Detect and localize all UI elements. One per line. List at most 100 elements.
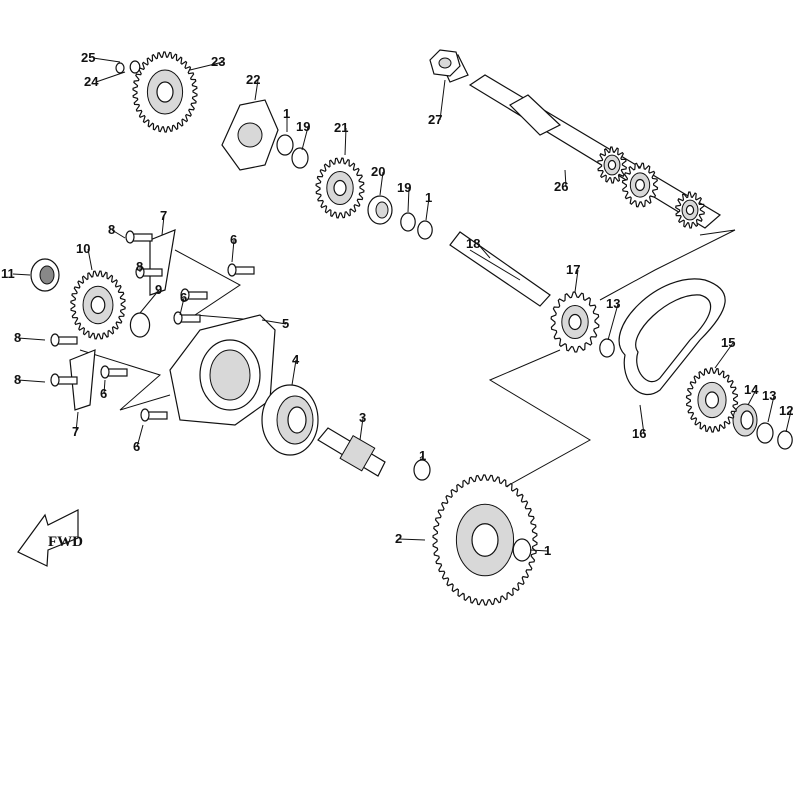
- leader-line: [301, 126, 309, 151]
- gear-cluster-2: [675, 191, 705, 229]
- leader-line: [359, 417, 364, 441]
- callout-number: 6: [230, 232, 237, 247]
- gear-10: [70, 270, 126, 340]
- leader-line: [767, 395, 775, 423]
- callout-8: 8: [14, 372, 46, 387]
- callout-8: 8: [14, 330, 46, 345]
- gear-2: [432, 474, 538, 606]
- callout-number: 18: [466, 236, 480, 251]
- leader-line: [419, 455, 424, 459]
- callout-number: 6: [100, 386, 107, 401]
- leader-line: [139, 289, 160, 314]
- callout-number: 2: [395, 531, 402, 546]
- washer-ring: [512, 538, 532, 562]
- washer-ring: [129, 60, 141, 74]
- bolt: [140, 408, 168, 422]
- callout-24: 24: [84, 71, 126, 89]
- leader-line: [111, 229, 126, 239]
- callout-15: 15: [714, 335, 735, 369]
- oil-seal: [30, 258, 60, 292]
- callout-19: 19: [397, 180, 411, 213]
- gear-21: [315, 157, 365, 219]
- washer-ring: [400, 212, 416, 232]
- callout-number: 16: [632, 426, 646, 441]
- leader-line: [75, 411, 79, 433]
- leader-line: [607, 303, 619, 341]
- gear-cluster: [621, 162, 659, 208]
- link-plates: [69, 229, 176, 411]
- callout-number: 1: [425, 190, 432, 205]
- leader-line: [12, 273, 31, 276]
- leader-line: [344, 127, 347, 156]
- callout-20: 20: [371, 164, 385, 196]
- callout-1: 1: [419, 448, 426, 463]
- spline-shaft: [449, 231, 551, 307]
- bearing: [261, 384, 319, 456]
- callout-6: 6: [100, 379, 107, 401]
- callout-number: 1: [283, 106, 290, 121]
- callout-number: 4: [292, 352, 300, 367]
- callout-number: 17: [566, 262, 580, 277]
- callout-number: 19: [397, 180, 411, 195]
- plate: [221, 99, 279, 171]
- bolt: [50, 333, 78, 347]
- leader-line: [398, 538, 426, 541]
- leader-line: [747, 389, 757, 406]
- bolts: [50, 230, 255, 422]
- callout-number: 23: [211, 54, 225, 69]
- callout-14: 14: [744, 382, 759, 406]
- bolt: [125, 230, 153, 244]
- gear-23: [132, 51, 198, 133]
- callout-11: 11: [1, 266, 31, 281]
- leader-line: [425, 197, 430, 221]
- callout-number: 13: [606, 296, 620, 311]
- callout-number: 5: [282, 316, 289, 331]
- washer-ring: [417, 220, 433, 240]
- leader-line: [785, 410, 792, 433]
- gear-15: [685, 367, 739, 433]
- leader-line: [639, 404, 645, 435]
- callout-27: 27: [428, 79, 446, 127]
- washer-ring: [756, 422, 774, 444]
- callout-6: 6: [133, 424, 144, 454]
- leader-line: [714, 342, 734, 369]
- leader-line: [407, 187, 410, 213]
- bolt: [50, 373, 78, 387]
- callout-23: 23: [189, 54, 225, 71]
- leader-line: [261, 319, 287, 325]
- callout-4: 4: [291, 352, 300, 386]
- callout-13: 13: [606, 296, 620, 341]
- assembly-lines: [79, 229, 736, 491]
- callout-6: 6: [230, 232, 237, 263]
- washer-ring: [276, 134, 294, 156]
- callout-6: 6: [179, 290, 187, 316]
- callout-number: 26: [554, 179, 568, 194]
- leader-line: [87, 248, 93, 271]
- leader-line: [17, 379, 46, 383]
- drive-belt: [618, 278, 726, 396]
- callout-number: 6: [133, 439, 140, 454]
- washer-ring: [599, 338, 615, 358]
- leader-line: [574, 269, 579, 293]
- callout-number: 14: [744, 382, 759, 397]
- callout-19: 19: [296, 119, 310, 151]
- bolt: [100, 365, 128, 379]
- callout-number: 24: [84, 74, 99, 89]
- leader-line: [189, 61, 224, 71]
- callout-number: 19: [296, 119, 310, 134]
- callout-number: 8: [108, 222, 115, 237]
- callout-number: 11: [1, 266, 15, 281]
- leader-line: [379, 171, 384, 196]
- gear-housing: [169, 314, 276, 426]
- callout-number: 1: [544, 543, 551, 558]
- gear-17: [550, 291, 600, 353]
- washer-ring: [115, 62, 125, 74]
- callout-25: 25: [81, 50, 121, 65]
- washer-ring: [777, 430, 793, 450]
- leader-line: [95, 71, 126, 83]
- callout-2: 2: [395, 531, 426, 546]
- callout-number: 8: [136, 259, 143, 274]
- callout-7: 7: [160, 208, 167, 236]
